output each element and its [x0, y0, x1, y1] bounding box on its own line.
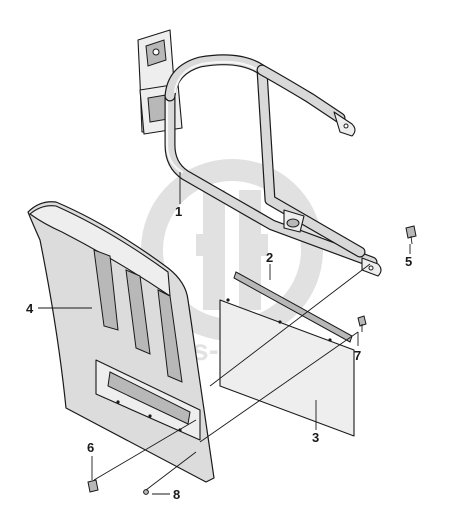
callout-5: 5 [405, 254, 412, 269]
part-3-flap [219, 298, 355, 437]
callout-2: 2 [266, 250, 273, 265]
callout-1: 1 [175, 204, 182, 219]
leader-lines [38, 172, 411, 495]
callout-7: 7 [354, 348, 361, 363]
callout-4: 4 [26, 301, 34, 316]
part-5-bolt [405, 225, 417, 245]
callouts: 1 2 3 4 5 6 7 8 [26, 204, 412, 502]
part-8-nut [143, 489, 149, 495]
callout-8: 8 [173, 487, 180, 502]
part-4-mudguard [27, 201, 215, 483]
callout-6: 6 [87, 440, 94, 455]
part-1-frame [137, 29, 382, 277]
part-6-bolt [87, 479, 99, 493]
part-2-strip [233, 271, 353, 343]
part-7-bolt [357, 315, 367, 332]
callout-3: 3 [312, 430, 319, 445]
